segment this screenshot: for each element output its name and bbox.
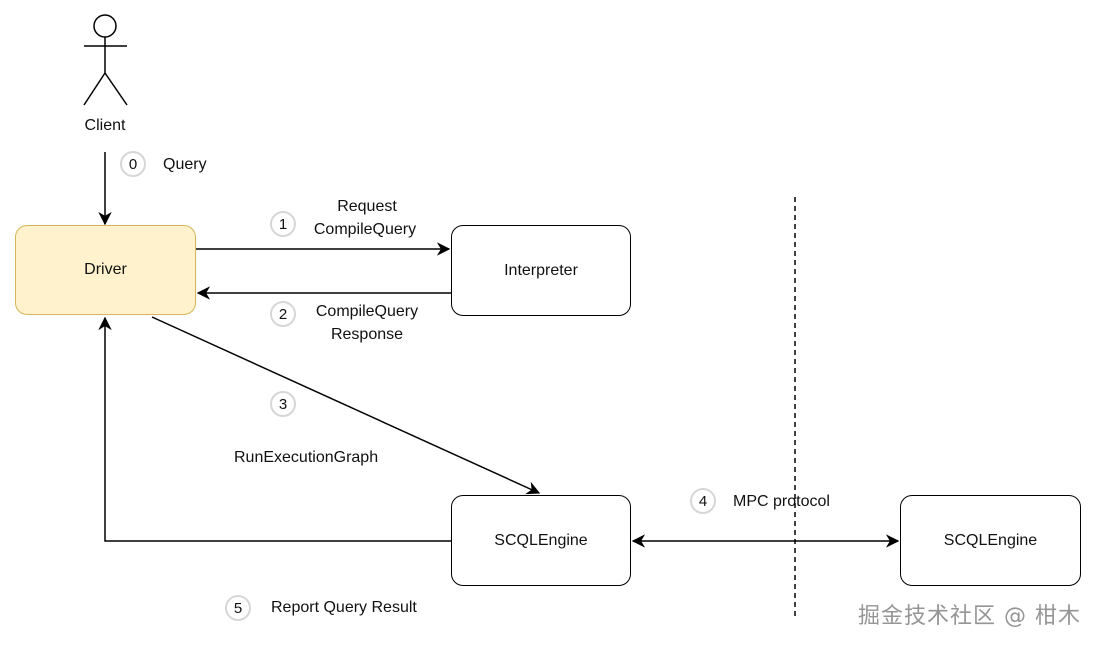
step-1-label-line1: Request: [337, 198, 397, 215]
interpreter-node: Interpreter: [451, 225, 631, 316]
step-0-label: Query: [163, 156, 207, 173]
step-4-label: MPC protocol: [733, 493, 830, 510]
scqlengine-local-node: SCQLEngine: [451, 495, 631, 586]
step-4-badge: 4: [690, 488, 716, 514]
client-label: Client: [84, 117, 126, 134]
client-actor-icon: [83, 14, 128, 106]
driver-label: Driver: [84, 261, 127, 278]
scqlengine-local-label: SCQLEngine: [494, 531, 588, 549]
scqlengine-remote-node: SCQLEngine: [900, 495, 1081, 586]
step-3-badge: 3: [270, 391, 296, 417]
step-0-badge: 0: [120, 151, 146, 177]
report-result-arrow: [98, 316, 451, 542]
step-2-label-line2: Response: [330, 326, 404, 343]
step-2-label-line1: CompileQuery: [315, 303, 419, 320]
watermark-text: 掘金技术社区 @ 柑木: [858, 604, 1081, 629]
step-2-badge: 2: [270, 301, 296, 327]
driver-node: Driver: [15, 225, 196, 315]
interpreter-label: Interpreter: [504, 261, 578, 279]
step-1-label-line2: CompileQuery: [313, 221, 417, 238]
step-1-badge: 1: [270, 211, 296, 237]
scqlengine-remote-label: SCQLEngine: [943, 531, 1038, 549]
step-5-badge: 5: [225, 595, 251, 621]
step-5-label: Report Query Result: [271, 599, 417, 616]
step-3-label: RunExecutionGraph: [234, 449, 379, 466]
run-execution-graph-arrow: [151, 316, 541, 495]
